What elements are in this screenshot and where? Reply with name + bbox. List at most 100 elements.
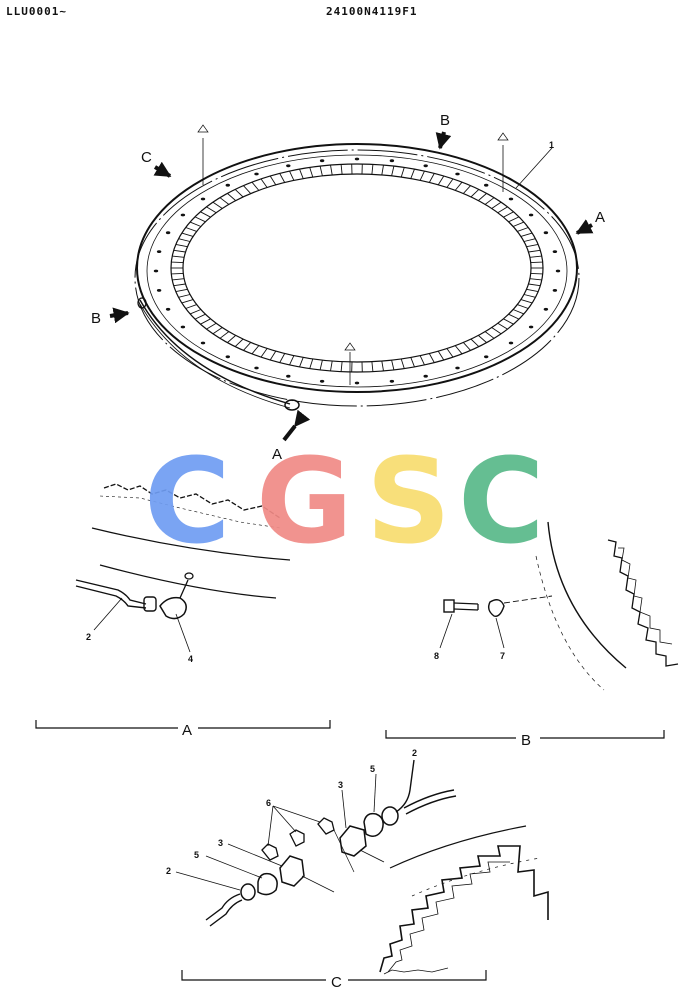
detail-a-label: A [182, 722, 192, 739]
cgsc-watermark: C G S C [144, 432, 545, 570]
bolt-hole [555, 269, 561, 273]
gear-tooth [523, 294, 536, 298]
ring-part-leader [515, 147, 553, 189]
gear-tooth [289, 170, 295, 181]
gear-tooth [173, 249, 186, 253]
view-arrow-c-top [153, 161, 172, 178]
gear-tooth [526, 243, 539, 248]
gear-tooth [219, 331, 230, 339]
bolt-hole [389, 159, 395, 163]
part-number-c-pipe-top: 2 [412, 748, 417, 758]
gear-tooth [391, 359, 395, 371]
gear-tooth [419, 170, 425, 181]
bolt-hole [180, 213, 186, 217]
gear-tooth [437, 350, 445, 361]
part-number-c-body-bottom: 3 [218, 838, 223, 848]
watermark-letter-3: S [366, 432, 451, 570]
gear-tooth [309, 167, 314, 178]
gear-tooth [340, 361, 343, 372]
detail-c-cap-bottom [257, 872, 278, 896]
gear-tooth [529, 278, 542, 281]
bolt-hole [455, 366, 460, 370]
gear-tooth [512, 221, 525, 227]
gear-tooth [299, 168, 304, 179]
slewing-ring [134, 124, 580, 411]
bolt-hole [156, 250, 162, 254]
gear-tooth [520, 299, 533, 304]
detail-a-gear-profile [103, 483, 281, 519]
detail-a-grease-fitting [159, 596, 187, 620]
detail-c-bracket [181, 970, 487, 981]
detail-a-ring-edge-1 [91, 527, 291, 561]
watermark-letter-1: C [144, 432, 231, 570]
detail-b-ring-edge-1 [547, 521, 627, 669]
bolt-hole [319, 159, 325, 163]
gear-tooth [175, 243, 188, 248]
gear-tooth [194, 216, 206, 223]
gear-tooth [171, 272, 184, 275]
gear-tooth [484, 197, 495, 205]
gear-tooth [172, 278, 185, 281]
gear-tooth [381, 360, 384, 371]
bolt-hole [254, 172, 259, 176]
detail-a-pipe-nut [143, 596, 157, 612]
gear-tooth [530, 261, 543, 264]
detail-c-pipe-nut-bottom [240, 883, 256, 901]
detail-c-nipple-1 [317, 817, 335, 835]
gear-tooth [234, 189, 244, 198]
datum-mark-right [497, 132, 509, 192]
gear-tooth [181, 232, 194, 237]
detail-b-gear-teeth [607, 539, 679, 667]
gear-tooth [178, 294, 191, 298]
view-arrow-b-top [435, 131, 452, 150]
part-number-a-pipe: 2 [86, 632, 91, 642]
view-arrow-c-top-label: C [141, 149, 152, 166]
gear-tooth [330, 165, 333, 176]
gear-tooth [251, 345, 260, 355]
gear-tooth [503, 318, 514, 325]
gear-tooth [330, 360, 333, 371]
gear-tooth [260, 348, 268, 358]
view-arrow-a-right-label: A [595, 209, 605, 226]
gear-tooth [371, 361, 374, 372]
gear-tooth [340, 164, 343, 175]
gear-tooth [454, 181, 463, 191]
bolt-hole [156, 289, 162, 292]
ring-grease-fitting-a [284, 399, 300, 411]
gear-tooth [478, 335, 487, 343]
detail-b-bolt-head [443, 599, 455, 613]
bolt-hole [165, 307, 171, 311]
detail-a [35, 483, 331, 729]
gear-tooth [391, 165, 395, 177]
gear-tooth [251, 181, 260, 191]
datum-mark-left [197, 124, 209, 185]
bolt-hole [552, 289, 558, 292]
gear-tooth [523, 238, 536, 242]
gear-tooth [212, 327, 223, 335]
detail-b-bracket [385, 730, 665, 739]
view-arrow-b-left [109, 307, 130, 324]
gear-tooth [185, 304, 197, 309]
part-number-c-nipple: 6 [266, 798, 271, 808]
gear-tooth [185, 227, 197, 232]
detail-c-pipe-bottom [205, 893, 241, 921]
ring-grease-line-inner [139, 303, 291, 409]
view-arrow-b-left-label: B [91, 310, 101, 327]
gear-tooth [528, 283, 541, 287]
detail-c-nipple-3 [261, 843, 279, 861]
detail-a-bracket [35, 720, 331, 729]
detail-c-nipple-2 [289, 829, 305, 847]
gear-tooth [478, 193, 487, 201]
gear-tooth [227, 335, 236, 343]
gear-tooth [428, 353, 435, 363]
part-number-c-cap-top: 5 [370, 764, 375, 774]
gear-tooth [309, 358, 314, 369]
detail-c-body-top [339, 825, 367, 857]
ring-gear-tip [182, 173, 532, 363]
drawing-part-number: 24100N4119F1 [326, 5, 418, 18]
gear-tooth [517, 304, 529, 309]
gear-tooth [528, 249, 541, 253]
gear-tooth [419, 355, 425, 366]
gear-tooth [437, 175, 445, 186]
bolt-hole [423, 374, 428, 378]
